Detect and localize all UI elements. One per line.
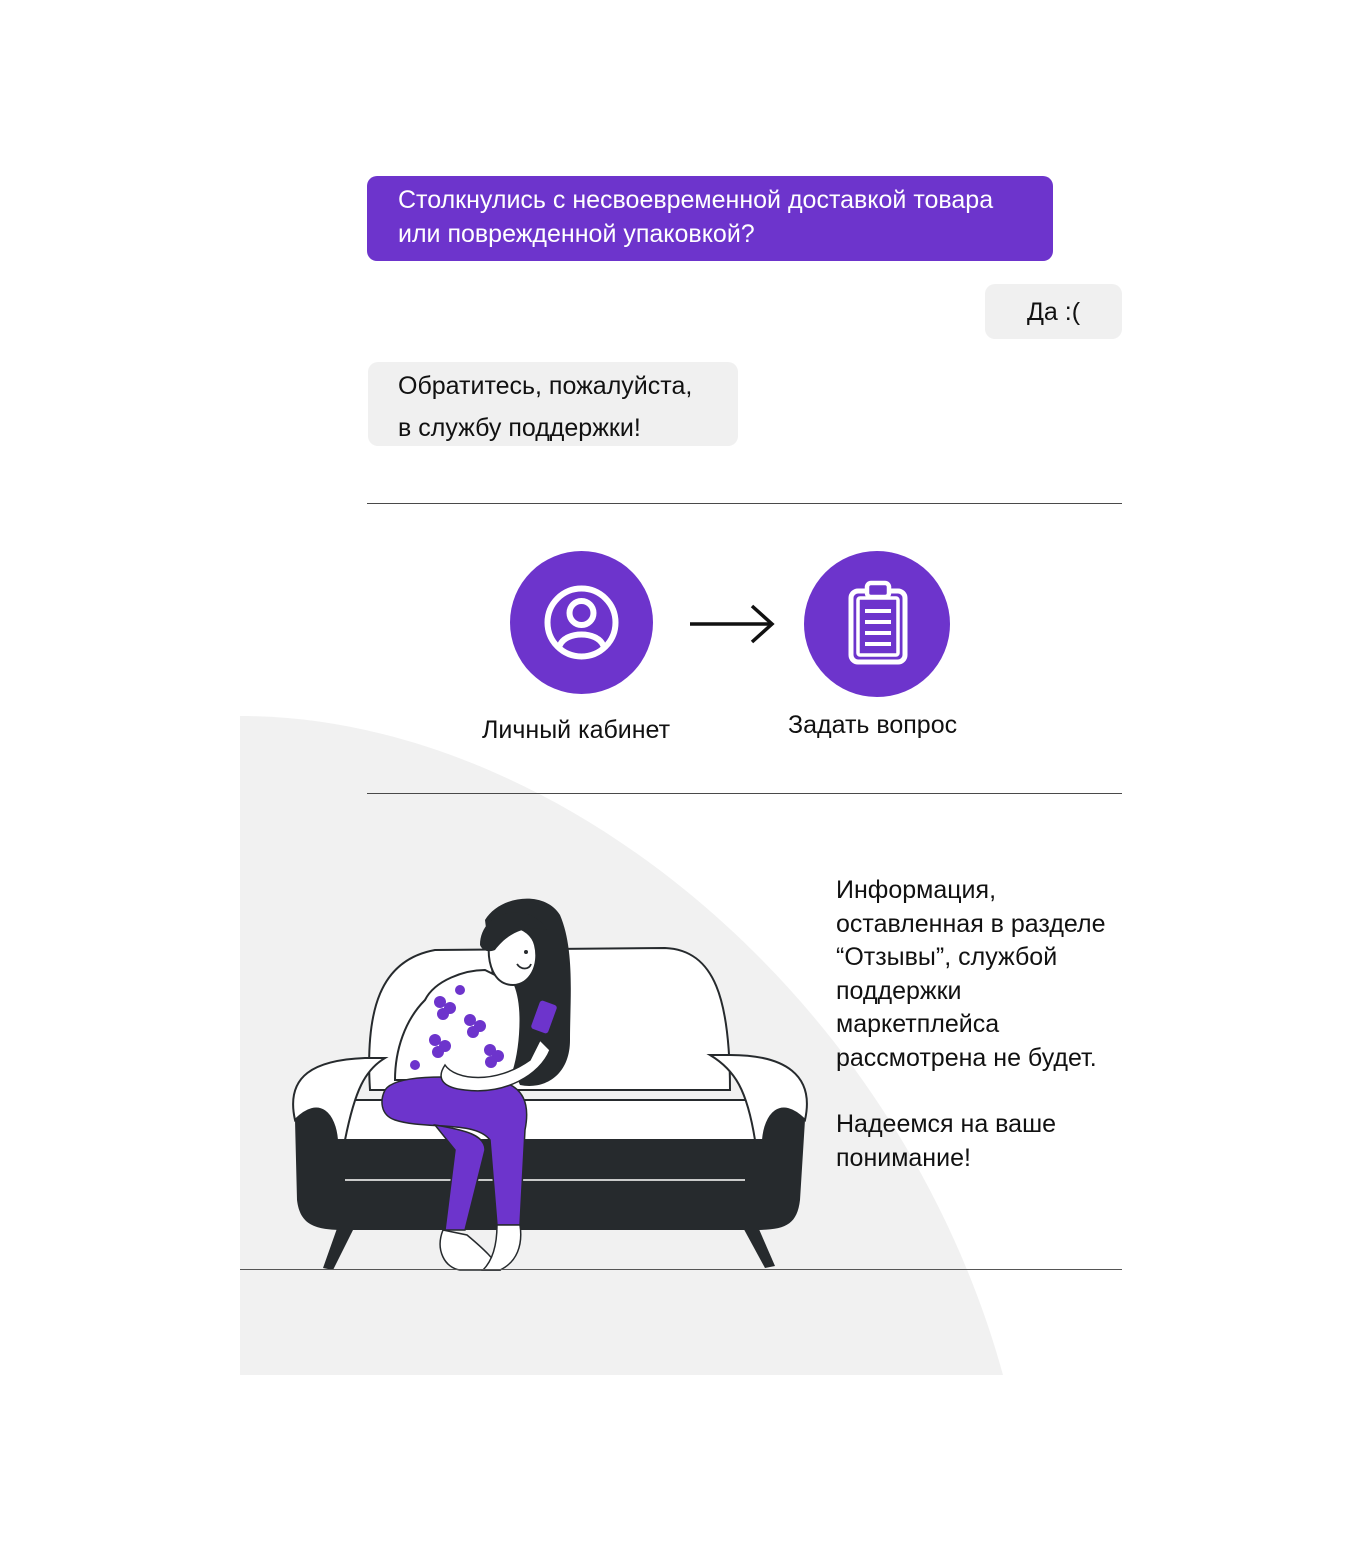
- info-line-2: оставленная в разделе: [836, 909, 1106, 938]
- chat-question-line-1: Столкнулись с несвоевременной доставкой …: [398, 186, 994, 214]
- chat-reply-line-1: Обратитесь, пожалуйста,: [398, 372, 693, 400]
- info-line-6: рассмотрена не будет.: [836, 1043, 1097, 1072]
- step-label-personal-account: Личный кабинет: [482, 716, 671, 744]
- chat-question-line-2: или поврежденной упаковкой?: [398, 220, 755, 248]
- info-line-3: “Отзывы”, службой: [836, 943, 1058, 971]
- info-line-4: поддержки: [836, 976, 962, 1005]
- arrow-right-icon: [690, 604, 775, 644]
- step-personal-account: [510, 551, 653, 694]
- closing-line-1: Надеемся на ваше: [836, 1110, 1057, 1138]
- chat-question-bubble: Столкнулись с несвоевременной доставкой …: [367, 176, 1053, 261]
- woman-on-sofa-illustration: [292, 898, 808, 1271]
- divider-middle: [367, 793, 1122, 794]
- user-profile-icon: [544, 585, 619, 660]
- chat-answer-bubble: Да :(: [985, 284, 1122, 339]
- step-ask-question: [804, 551, 950, 697]
- chat-reply-line-2: в службу поддержки!: [398, 414, 641, 442]
- info-line-5: маркетплейса: [836, 1010, 1000, 1038]
- clipboard-icon: [848, 580, 908, 665]
- chat-reply-bubble: Обратитесь, пожалуйста, в службу поддерж…: [368, 362, 738, 446]
- divider-top: [367, 503, 1122, 504]
- info-line-1: Информация,: [836, 876, 997, 904]
- chat-answer-text: Да :(: [1027, 298, 1081, 326]
- step-label-ask-question: Задать вопрос: [788, 711, 958, 739]
- floor-line: [240, 1269, 1122, 1270]
- info-text-block: Информация, оставленная в разделе “Отзыв…: [836, 874, 1136, 1175]
- closing-line-2: понимание!: [836, 1143, 971, 1172]
